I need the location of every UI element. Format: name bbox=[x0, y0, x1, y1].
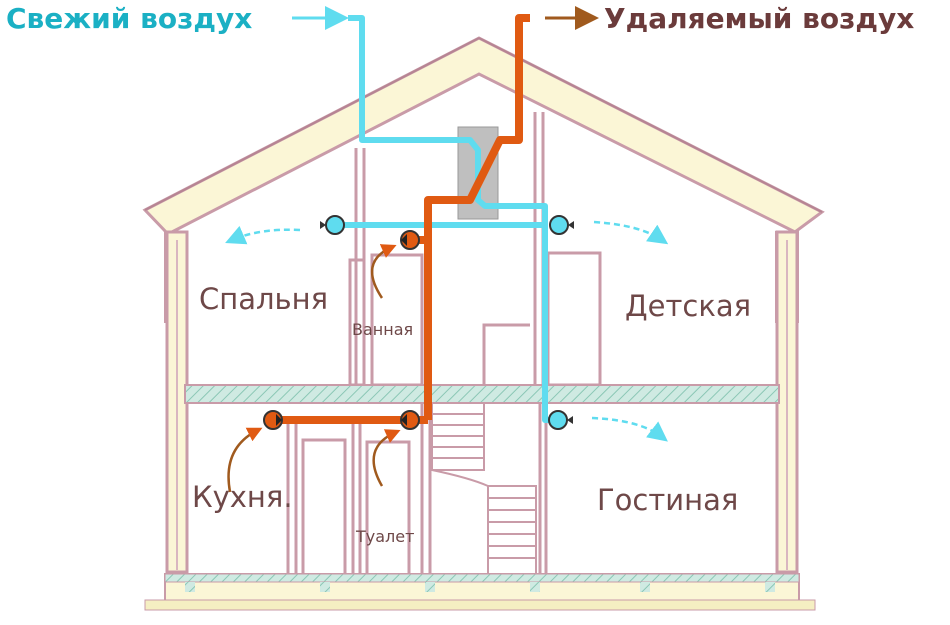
extract-air-flow-arrows bbox=[227, 244, 401, 493]
supply-diffuser-living bbox=[548, 410, 573, 430]
exhaust-grille-kitchen bbox=[263, 410, 283, 430]
fresh-air-flow-arrows bbox=[225, 220, 669, 442]
room-label-toilet: Туалет bbox=[356, 527, 415, 546]
room-label-bathroom: Ванная bbox=[352, 320, 414, 339]
supply-diffuser-kids bbox=[549, 215, 574, 235]
foundation bbox=[144, 573, 816, 611]
fresh-air-legend-label: Свежий воздух bbox=[6, 2, 253, 35]
floor-slab bbox=[184, 384, 780, 404]
room-label-bedroom: Спальня bbox=[199, 282, 329, 316]
supply-diffuser-bedroom bbox=[320, 215, 345, 235]
staircase bbox=[431, 402, 537, 577]
room-label-living-room: Гостиная bbox=[597, 483, 739, 517]
exhaust-grille-toilet bbox=[400, 410, 420, 430]
exhaust-air-legend-label: Удаляемый воздух bbox=[604, 2, 915, 35]
exhaust-grille-bathroom bbox=[400, 230, 420, 250]
room-label-kitchen: Кухня. bbox=[192, 480, 293, 514]
room-label-kids-room: Детская bbox=[625, 289, 752, 323]
